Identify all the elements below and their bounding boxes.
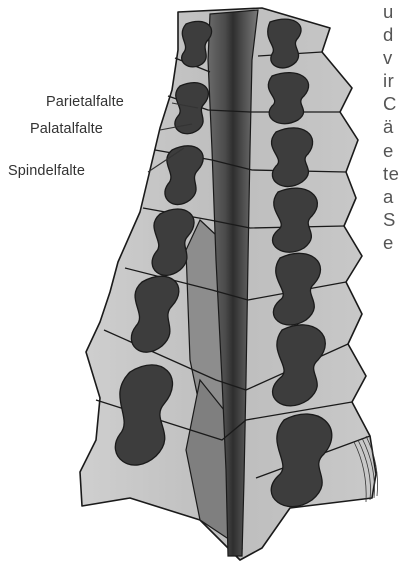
side-text-fragment: S	[383, 208, 406, 231]
side-text-fragment: d	[383, 23, 406, 46]
side-text-fragment: e	[383, 139, 406, 162]
label-spindelfalte: Spindelfalte	[8, 163, 85, 179]
fold-lamella	[268, 19, 301, 68]
side-text-fragment: a	[383, 185, 406, 208]
side-text-fragment: te	[383, 162, 406, 185]
fold-lamella	[268, 73, 308, 124]
side-text-fragment: u	[383, 0, 406, 23]
side-text-fragment: ä	[383, 115, 406, 138]
side-text-fragment: e	[383, 231, 406, 254]
side-text-fragment: C	[383, 92, 406, 115]
side-text-fragment: ir	[383, 69, 406, 92]
label-palatalfalte: Palatalfalte	[30, 121, 103, 137]
label-parietalfalte: Parietalfalte	[46, 94, 124, 110]
side-text-fragment: v	[383, 46, 406, 69]
